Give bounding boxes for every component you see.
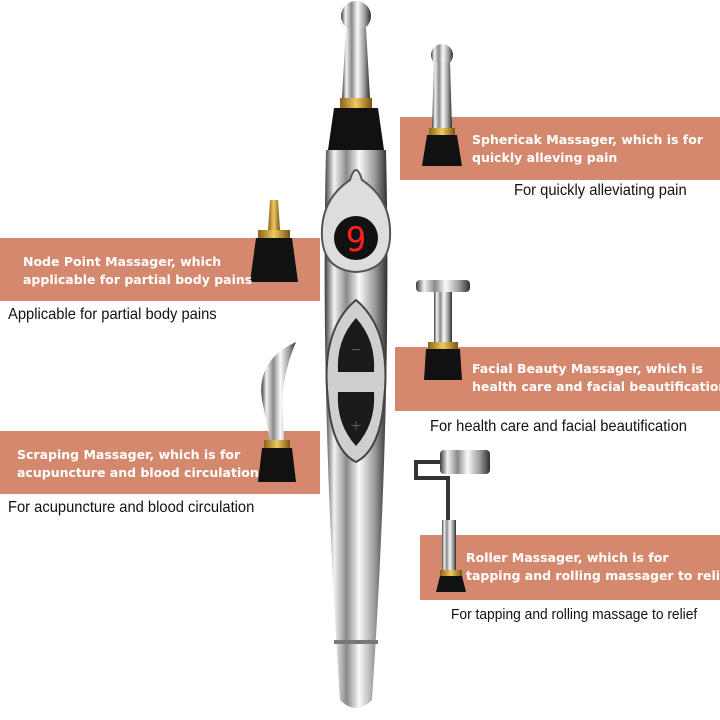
facial-caption: For health care and facial beautificatio… (430, 418, 687, 435)
label-band-roller (420, 535, 720, 600)
spherical-attachment (422, 44, 462, 166)
minus-button[interactable] (337, 318, 375, 372)
scraping-caption: For acupuncture and blood circulation (8, 499, 255, 516)
spherical-label: Sphericak Massager, which is for quickly… (472, 132, 703, 165)
node-point-attachment (250, 200, 298, 282)
pen-body: 9 − + (320, 1, 392, 708)
node-point-label: Node Point Massager, which applicable fo… (23, 254, 253, 287)
facial-label: Facial Beauty Massager, which is health … (472, 361, 720, 394)
digital-display: 9 (346, 220, 366, 260)
svg-text:−: − (350, 342, 362, 358)
roller-label: Roller Massager, which is for tapping an… (466, 550, 720, 583)
svg-text:+: + (350, 418, 362, 434)
facial-attachment (416, 280, 470, 380)
spherical-caption: For quickly alleviating pain (514, 182, 687, 199)
scraping-label: Scraping Massager, which is for acupunct… (17, 447, 259, 480)
node-point-caption: Applicable for partial body pains (8, 306, 217, 323)
plus-button[interactable] (337, 392, 375, 446)
roller-attachment (414, 450, 490, 592)
scraping-attachment (258, 342, 296, 482)
roller-caption: For tapping and rolling massage to relie… (451, 606, 698, 623)
